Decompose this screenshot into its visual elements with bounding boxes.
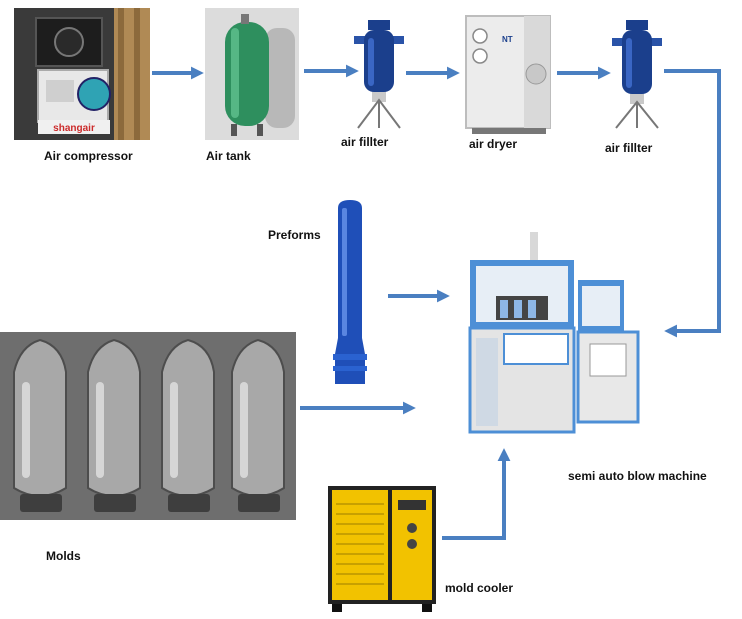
air-tank-icon xyxy=(205,8,299,140)
air-filter-2-label: air fillter xyxy=(605,141,653,155)
arrow-cooler-to-machine xyxy=(442,448,511,540)
air-dryer-icon: NT xyxy=(465,15,551,134)
compressor-brand-logo: shangair xyxy=(53,123,95,134)
dryer-brand-logo: NT xyxy=(502,35,513,44)
semi-auto-blow-machine-label: semi auto blow machine xyxy=(568,469,707,483)
preforms-label: Preforms xyxy=(268,228,321,242)
arrow-filter-to-machine xyxy=(664,69,721,338)
air-filter-1-label: air fillter xyxy=(341,135,389,149)
air-filter-icon xyxy=(612,20,662,129)
air-compressor-icon: shangair xyxy=(14,8,150,140)
molds-label: Molds xyxy=(46,549,81,563)
mold-cooler-label: mold cooler xyxy=(445,581,514,595)
mold-cooler-icon xyxy=(328,486,436,612)
air-compressor-label: Air compressor xyxy=(44,149,133,163)
air-dryer-label: air dryer xyxy=(469,137,518,151)
molds-icon xyxy=(0,332,296,520)
blow-machine-icon xyxy=(468,232,640,434)
preform-icon xyxy=(333,200,367,384)
air-tank-label: Air tank xyxy=(206,149,251,163)
air-filter-icon xyxy=(354,20,404,129)
